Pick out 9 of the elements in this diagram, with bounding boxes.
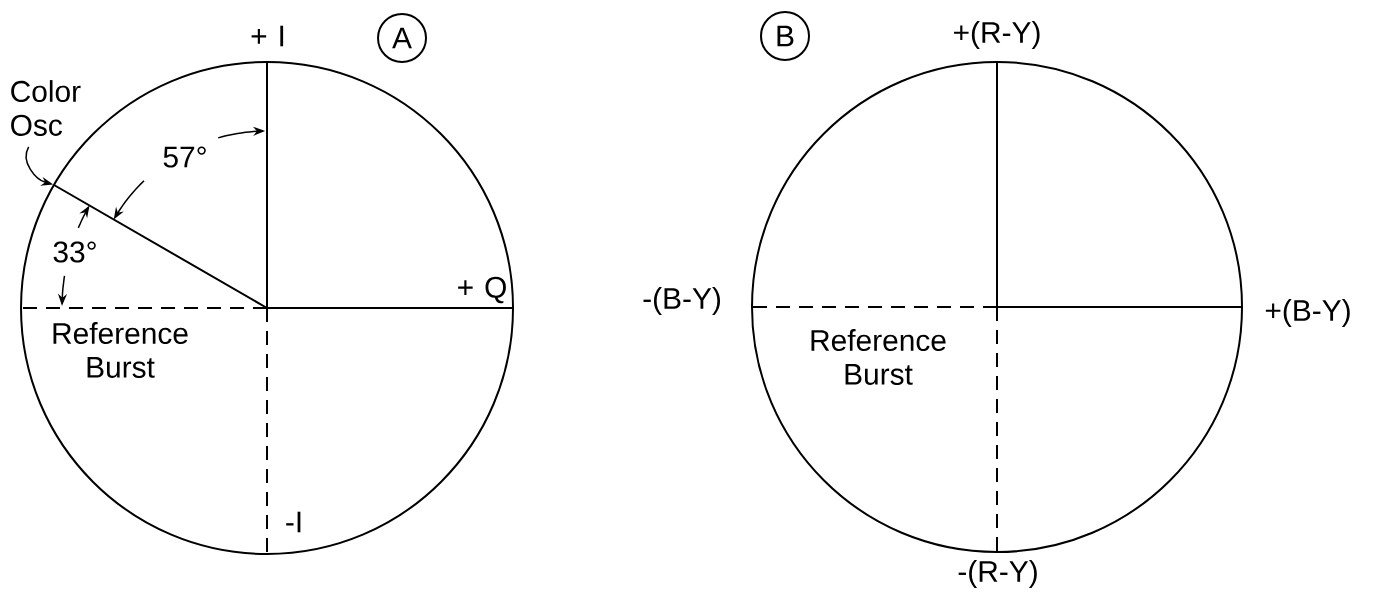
axis-label: -I: [286, 511, 301, 533]
phase-circle: [751, 61, 1243, 553]
axis-label: + Q: [458, 276, 506, 304]
callout-text: Color Osc: [11, 80, 81, 136]
axis-label: Reference Burst: [53, 322, 188, 378]
axis-label: -(B-Y): [643, 287, 720, 315]
angle-label: 33°: [53, 241, 96, 263]
angle-label: 57°: [163, 146, 206, 168]
axis-label: Reference Burst: [811, 329, 946, 385]
